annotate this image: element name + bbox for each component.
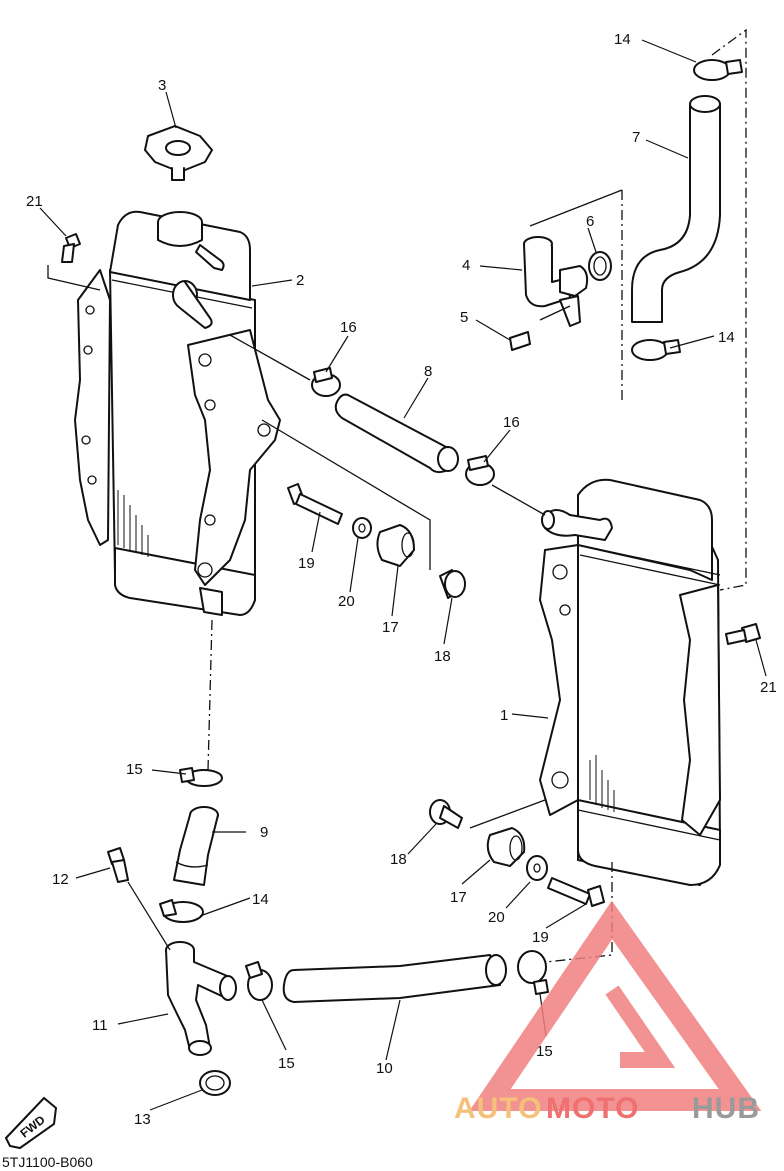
radiator-cap bbox=[144, 125, 213, 181]
callout-13: 13 bbox=[134, 1111, 151, 1128]
watermark-auto: AUTO bbox=[454, 1092, 542, 1125]
callout-15-top: 15 bbox=[126, 761, 143, 778]
left-radiator bbox=[74, 210, 281, 616]
watermark-logo bbox=[469, 900, 762, 1111]
hose-7 bbox=[631, 95, 721, 323]
callout-18-b: 18 bbox=[390, 851, 407, 868]
o-ring-13 bbox=[199, 1070, 231, 1096]
elbow-fitting bbox=[509, 236, 612, 351]
pipe-11 bbox=[165, 941, 237, 1056]
callout-21-left: 21 bbox=[26, 193, 43, 210]
callout-12: 12 bbox=[52, 871, 69, 888]
callout-7: 7 bbox=[632, 129, 640, 146]
callout-1: 1 bbox=[500, 707, 508, 724]
clamp-15-top bbox=[179, 767, 223, 787]
callout-20-b: 20 bbox=[488, 909, 505, 926]
callout-15-left: 15 bbox=[278, 1055, 295, 1072]
clamp-16-b bbox=[465, 455, 495, 486]
bolt-21-left bbox=[61, 233, 81, 263]
clamp-14-top bbox=[693, 59, 743, 81]
callout-16-a: 16 bbox=[340, 319, 357, 336]
callout-9: 9 bbox=[260, 824, 268, 841]
callout-19-b: 19 bbox=[532, 929, 549, 946]
callout-14-top: 14 bbox=[614, 31, 631, 48]
callout-14-lower: 14 bbox=[252, 891, 269, 908]
callout-labels: 1 2 3 4 5 6 7 8 9 10 11 12 13 14 15 16 1… bbox=[26, 31, 777, 1128]
callout-11: 11 bbox=[92, 1017, 108, 1034]
drawing-code: 5TJ1100-B060 bbox=[2, 1154, 93, 1170]
bolt-21-right bbox=[725, 623, 761, 645]
clamp-14-lower bbox=[159, 899, 204, 923]
hardware-upper bbox=[287, 483, 466, 599]
callout-5: 5 bbox=[460, 309, 468, 326]
leader-lines bbox=[39, 39, 767, 1111]
callout-19-a: 19 bbox=[298, 555, 315, 572]
callout-17-b: 17 bbox=[450, 889, 467, 906]
watermark-hub: HUB bbox=[692, 1092, 760, 1125]
callout-15-right: 15 bbox=[536, 1043, 553, 1060]
fwd-arrow: FWD bbox=[4, 1096, 58, 1150]
callout-10: 10 bbox=[376, 1060, 393, 1077]
watermark-moto: MOTO bbox=[546, 1092, 639, 1125]
hardware-lower bbox=[429, 799, 605, 907]
hose-8 bbox=[334, 393, 459, 474]
clamp-14-mid bbox=[631, 339, 681, 361]
clamp-15-left bbox=[245, 961, 273, 1001]
assembly-lines bbox=[47, 28, 747, 963]
callout-21-right: 21 bbox=[760, 679, 777, 696]
callout-3: 3 bbox=[158, 77, 166, 94]
callout-18-a: 18 bbox=[434, 648, 451, 665]
callout-4: 4 bbox=[462, 257, 470, 274]
hose-10 bbox=[282, 954, 507, 1003]
callout-17-a: 17 bbox=[382, 619, 399, 636]
bolt-12 bbox=[107, 847, 129, 883]
callout-2: 2 bbox=[296, 272, 304, 289]
watermark-text: AUTO MOTO HUB bbox=[454, 1092, 760, 1125]
callout-14-mid: 14 bbox=[718, 329, 735, 346]
right-radiator bbox=[539, 478, 721, 886]
callout-8: 8 bbox=[424, 363, 432, 380]
callout-16-b: 16 bbox=[503, 414, 520, 431]
hose-9 bbox=[173, 806, 219, 886]
callout-6: 6 bbox=[586, 213, 594, 230]
callout-20-a: 20 bbox=[338, 593, 355, 610]
clamp-16-a bbox=[311, 367, 341, 397]
clamp-15-right bbox=[517, 950, 549, 995]
